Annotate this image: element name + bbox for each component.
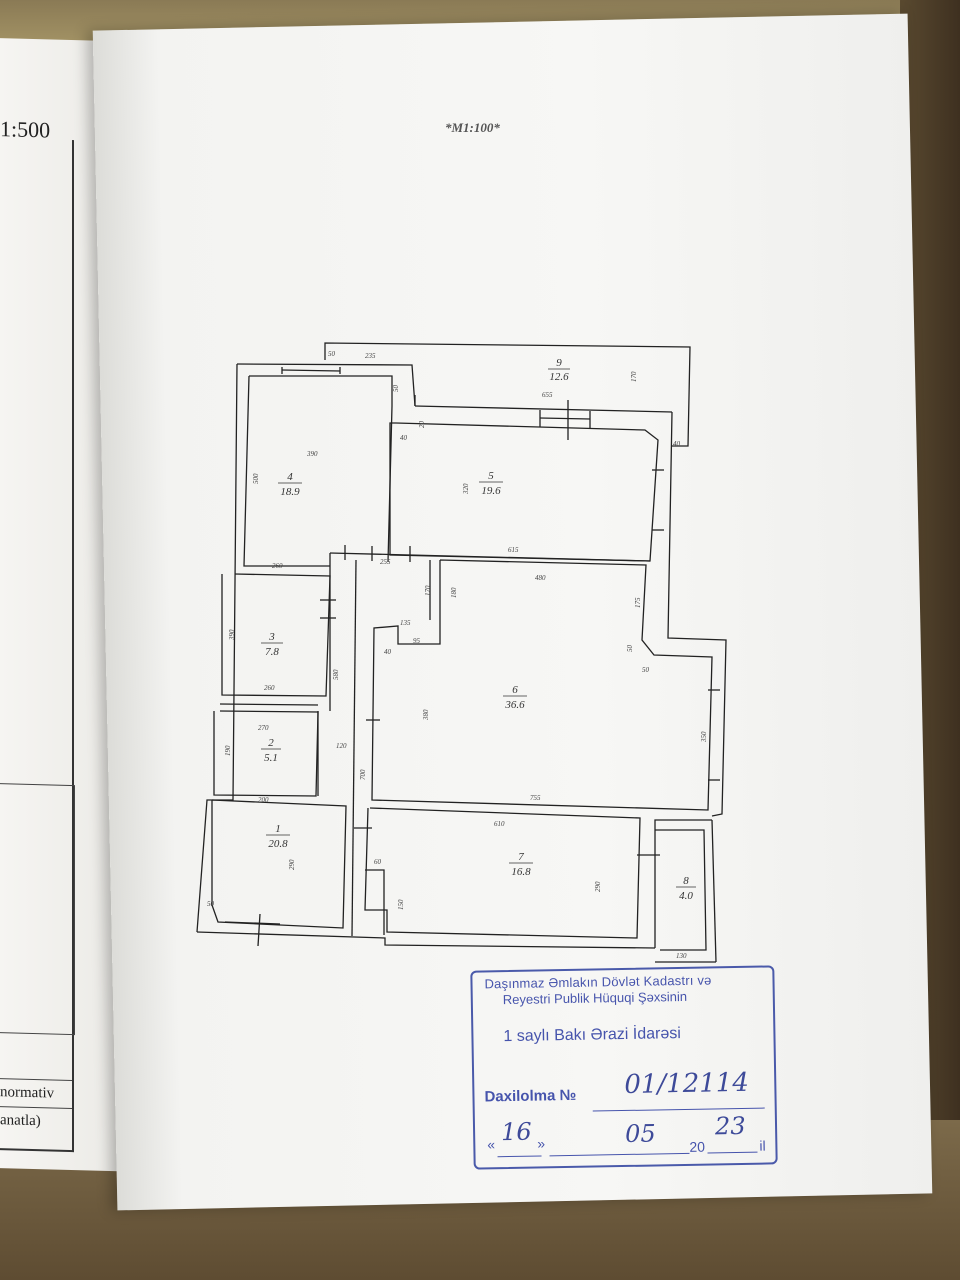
room-number: 8 [683,875,689,887]
dimension: 580 [332,669,340,680]
dimension: 290 [594,881,602,892]
dimension: 390 [306,450,318,458]
dimension: 380 [422,709,430,721]
dimension: 610 [494,820,505,828]
dimension: 200 [258,796,269,804]
dimension: 50 [328,350,336,358]
dimension: 170 [424,585,432,596]
dimension: 350 [700,731,708,743]
dimension: 290 [288,859,296,870]
dimension: 150 [397,899,405,910]
dimension: 255 [380,558,391,566]
dimension: 95 [413,637,421,645]
dimension: 480 [535,574,546,582]
plan-walls [196,342,727,963]
room-labels: 9 12.6 4 18.9 5 19.6 3 7.8 6 36.6 2 5.1 … [261,357,696,902]
dimension: 40 [673,440,681,448]
registry-stamp: Daşınmaz Əmlakın Dövlət Kadastrı və Reye… [470,965,778,1170]
room-area: 7.8 [265,646,279,658]
dimension-labels: 50 235 170 655 40 50 390 500 40 20 320 2… [207,350,708,960]
room-area: 36.6 [504,699,525,711]
dimension: 120 [336,742,347,750]
dimension: 615 [508,546,519,554]
dimension: 50 [207,900,215,908]
room-number: 9 [556,357,562,369]
dimension: 755 [530,794,541,802]
dimension: 40 [400,434,408,442]
plan-scale-title: *M1:100* [445,120,500,135]
room-area: 19.6 [481,485,501,497]
dimension: 500 [252,473,260,484]
dimension: 135 [400,619,411,627]
stamp-daxilolma-value: 01/12114 [624,1067,750,1100]
stamp-underline [497,1155,542,1158]
stamp-date-close: » [537,1135,546,1152]
dimension: 50 [626,645,634,653]
stamp-daxilolma-label: Daxilolma № [484,1086,577,1106]
stamp-year-suffix: il [759,1137,766,1154]
dimension: 50 [642,666,650,674]
dimension: 390 [228,629,236,641]
dimension: 700 [359,769,367,780]
stamp-day: 16 [500,1117,532,1147]
stamp-month: 05 [624,1119,656,1148]
stamp-underline [549,1152,690,1157]
dimension: 175 [634,597,642,608]
dimension: 260 [272,562,283,570]
room-number: 3 [268,631,275,643]
dimension: 270 [258,724,269,732]
dimension: 170 [630,371,638,382]
dimension: 190 [224,745,232,756]
dimension: 20 [418,421,426,429]
dimension: 130 [676,952,687,960]
dimension: 320 [462,483,470,495]
stamp-underline [592,1107,765,1112]
room-number: 2 [268,737,274,749]
room-area: 5.1 [264,752,278,764]
room-area: 18.9 [280,486,300,498]
room-number: 7 [518,851,524,863]
stamp-underline [707,1151,758,1154]
stamp-year: 23 [714,1111,746,1141]
dimension: 180 [450,587,458,598]
dimension: 40 [384,648,392,656]
dimension: 50 [392,385,400,393]
room-number: 5 [488,470,494,482]
room-area: 16.8 [511,866,531,878]
dimension: 235 [365,352,376,360]
room-area: 4.0 [679,890,693,902]
stamp-line-2: Reyestri Publik Hüquqi Şəxsinin [502,988,688,1008]
room-number: 4 [287,471,293,483]
room-number: 6 [512,684,518,696]
stamp-line-3: 1 saylı Bakı Ərazi İdarəsi [503,1025,682,1046]
room-area: 12.6 [549,371,569,383]
stamp-year-prefix: 20 [689,1138,706,1155]
room-number: 1 [275,823,281,835]
room-area: 20.8 [268,838,288,850]
stamp-date-open: « [487,1136,496,1153]
dimension: 655 [542,391,553,399]
dimension: 260 [264,684,275,692]
dimension: 60 [374,858,382,866]
